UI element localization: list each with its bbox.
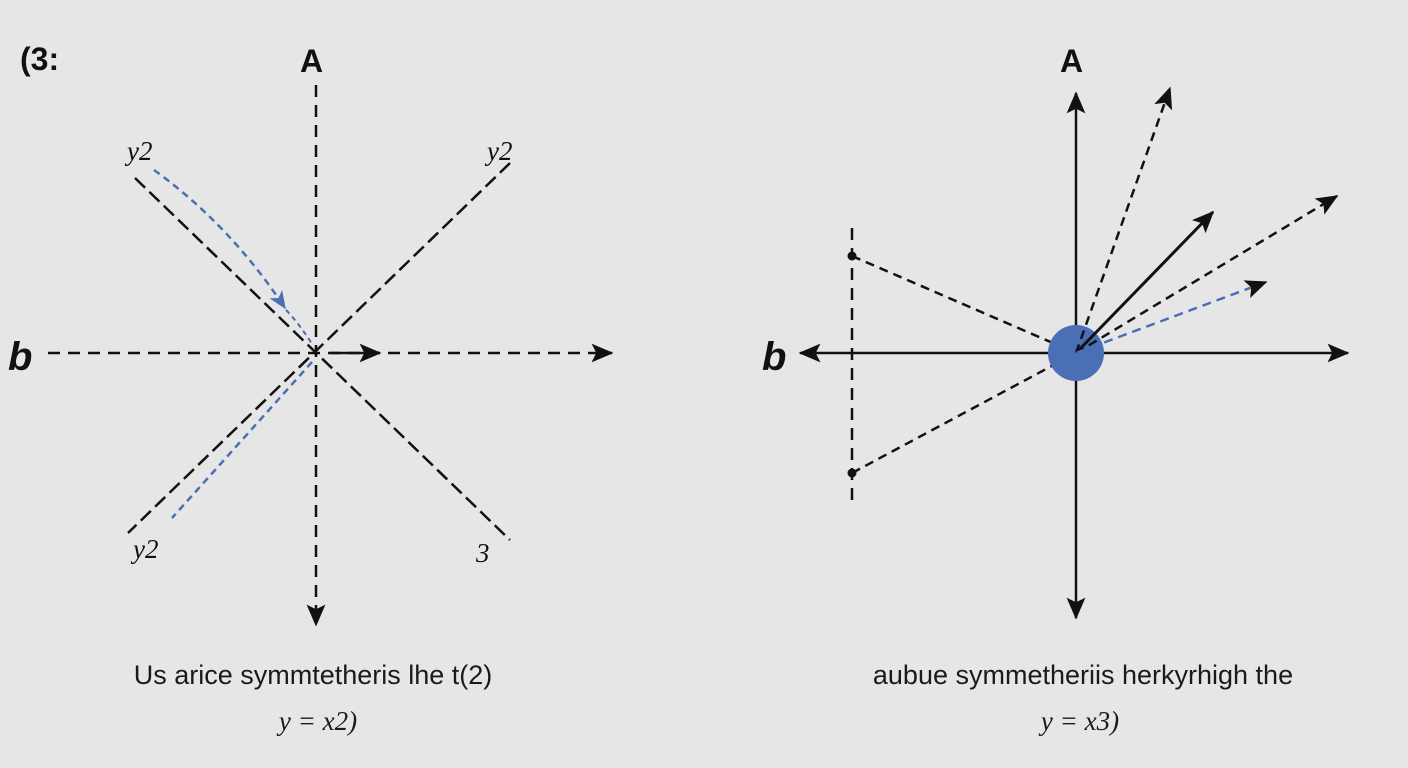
left-blue-curve-arrow	[153, 168, 287, 310]
right-ray-dashed-shallow	[1075, 194, 1339, 355]
right-axis-label-left: b	[762, 335, 786, 379]
right-ray-blue	[1075, 280, 1268, 355]
left-blue-dashed-line	[171, 361, 313, 519]
left-blue-curve-tail	[285, 309, 313, 345]
right-caption: aubue symmetheriis herkyrhigh the	[873, 660, 1293, 690]
right-ray-solid	[1074, 210, 1215, 355]
left-diagonal-descending	[134, 177, 511, 541]
corner-label: (3:	[20, 41, 59, 77]
left-caption: Us arice symmtetheris lhe t(2)	[134, 660, 493, 690]
left-label-bottom-left: y2	[130, 534, 158, 564]
left-label-top-right: y2	[484, 136, 512, 166]
left-axis-label-top: A	[300, 43, 323, 79]
left-label-top-left: y2	[124, 136, 152, 166]
right-lower-dashed-link	[851, 351, 1077, 475]
right-formula: y = x3)	[1038, 706, 1119, 736]
right-upper-dashed-link	[851, 254, 1077, 355]
right-axis-label-top: A	[1060, 43, 1083, 79]
left-formula: y = x2)	[276, 706, 357, 736]
left-diagram: A b y2 y2 y2 3 Us arice symmtetheris lhe…	[8, 43, 614, 736]
left-diagonal-ascending	[127, 162, 511, 534]
right-upper-point	[847, 251, 857, 261]
right-diagram: A b aubue symmetheriis herkyrhigh the y …	[762, 43, 1350, 736]
left-label-bottom-right: 3	[475, 538, 490, 568]
left-axis-label-left: b	[8, 335, 32, 379]
right-ray-dashed-steep	[1074, 86, 1173, 354]
right-lower-point	[847, 468, 857, 478]
